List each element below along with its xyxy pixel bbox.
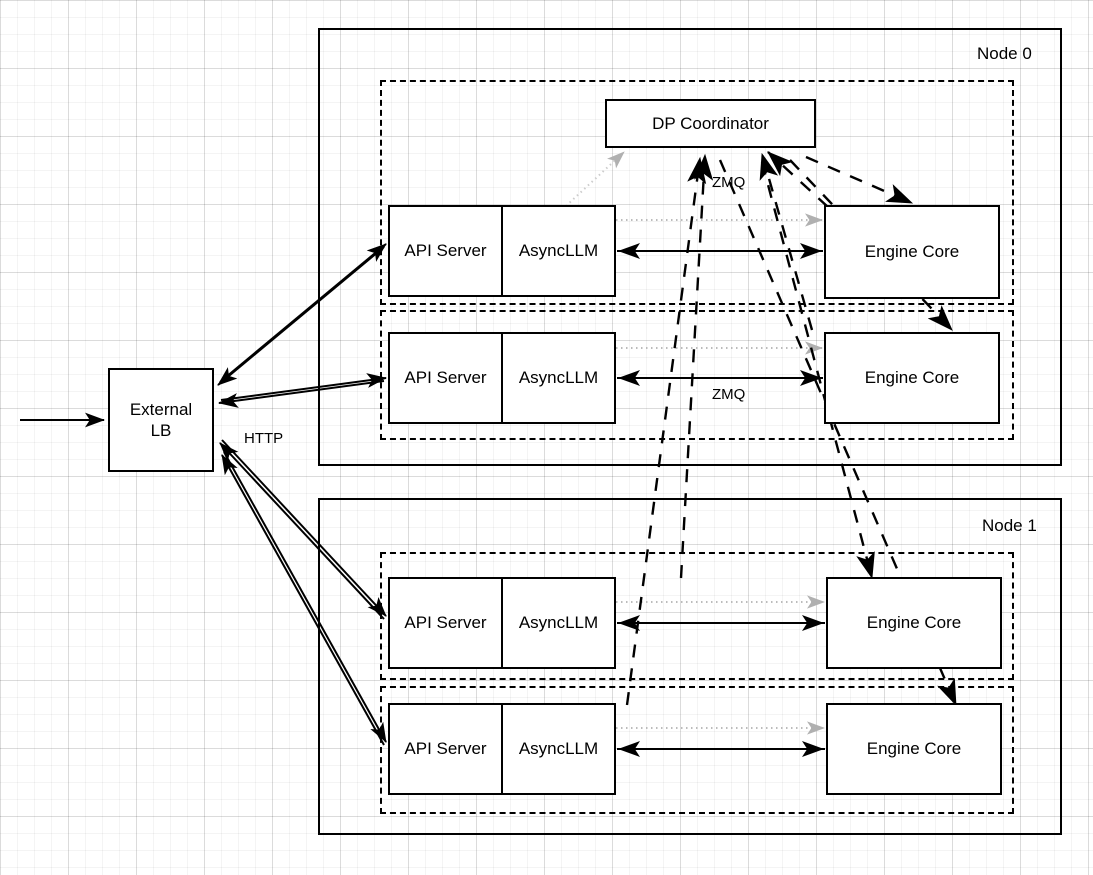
zmq-label-node0-coordinator: ZMQ <box>712 174 746 191</box>
async-llm-label-node0-rank1: AsyncLLM <box>501 334 614 422</box>
dp-rank-group-node1-rank1 <box>380 686 1014 814</box>
engine-core-label-node0-rank0: Engine Core <box>864 242 960 262</box>
external-lb-box[interactable]: External LB <box>108 368 214 472</box>
http-label: HTTP <box>244 430 284 447</box>
dp-rank-group-node0-rank0 <box>380 80 1014 305</box>
async-llm-label-node1-rank0: AsyncLLM <box>501 579 614 667</box>
api-server-box-node1-rank0[interactable]: API Server AsyncLLM <box>388 577 616 669</box>
engine-core-box-node0-rank1[interactable]: Engine Core <box>824 332 1000 424</box>
api-server-label-node1-rank0: API Server <box>404 613 487 632</box>
dp-rank-group-node1-rank0 <box>380 552 1014 680</box>
api-server-label-node0-rank1: API Server <box>404 368 487 387</box>
engine-core-box-node0-rank0[interactable]: Engine Core <box>824 205 1000 299</box>
api-server-box-node0-rank1[interactable]: API Server AsyncLLM <box>388 332 616 424</box>
engine-core-label-node1-rank0: Engine Core <box>866 613 962 633</box>
api-server-box-node1-rank1[interactable]: API Server AsyncLLM <box>388 703 616 795</box>
async-llm-label-node1-rank1: AsyncLLM <box>501 705 614 793</box>
dp-coordinator-label: DP Coordinator <box>652 113 769 133</box>
api-server-box-node0-rank0[interactable]: API Server AsyncLLM <box>388 205 616 297</box>
zmq-label-node0-rank1: ZMQ <box>712 386 746 403</box>
api-server-label-node0-rank0: API Server <box>404 241 487 260</box>
dp-coordinator-box[interactable]: DP Coordinator <box>605 99 816 148</box>
external-lb-label-line1: External <box>129 399 193 419</box>
async-llm-label-node0-rank0: AsyncLLM <box>501 207 614 295</box>
node-label-node0: Node 0 <box>977 44 1032 63</box>
api-server-label-node1-rank1: API Server <box>404 739 487 758</box>
node-container-node1 <box>318 498 1062 835</box>
external-lb-label-line2: LB <box>150 421 172 440</box>
node-container-node0 <box>318 28 1062 466</box>
engine-core-box-node1-rank0[interactable]: Engine Core <box>826 577 1002 669</box>
engine-core-label-node1-rank1: Engine Core <box>866 739 962 759</box>
dp-rank-group-node0-rank1 <box>380 310 1014 440</box>
node-label-node1: Node 1 <box>982 516 1037 535</box>
engine-core-box-node1-rank1[interactable]: Engine Core <box>826 703 1002 795</box>
engine-core-label-node0-rank1: Engine Core <box>864 368 960 388</box>
